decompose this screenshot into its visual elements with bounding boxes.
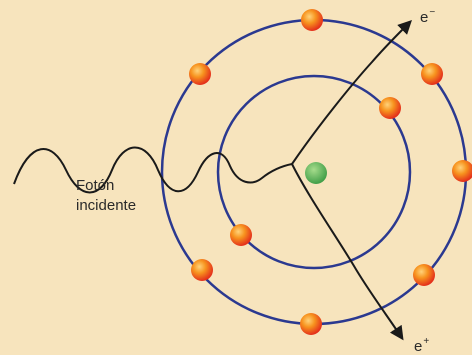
electron-dot xyxy=(191,259,213,281)
electron-trajectory xyxy=(292,22,410,164)
positron-label-sign: + xyxy=(423,336,429,347)
electron-dot xyxy=(301,9,323,31)
nucleus xyxy=(305,162,327,184)
electron-dot xyxy=(230,224,252,246)
incident-photon-label: Fotón incidente xyxy=(76,176,136,216)
electron-dot xyxy=(452,160,472,182)
electron-label-base: e xyxy=(420,9,428,26)
electron-dot xyxy=(379,97,401,119)
outer-orbit-electrons xyxy=(189,9,472,335)
positron-label: e+ xyxy=(414,336,429,355)
photon-label-line1: Fotón xyxy=(76,176,136,196)
electron-dot xyxy=(421,63,443,85)
incident-photon-wave xyxy=(14,148,292,193)
electron-label-sign: − xyxy=(429,7,435,18)
electron-dot xyxy=(300,313,322,335)
positron-label-base: e xyxy=(414,338,422,355)
photon-label-line2: incidente xyxy=(76,196,136,216)
electron-dot xyxy=(189,63,211,85)
electron-label: e− xyxy=(420,7,435,26)
positron-trajectory xyxy=(292,164,402,338)
electron-dot xyxy=(413,264,435,286)
